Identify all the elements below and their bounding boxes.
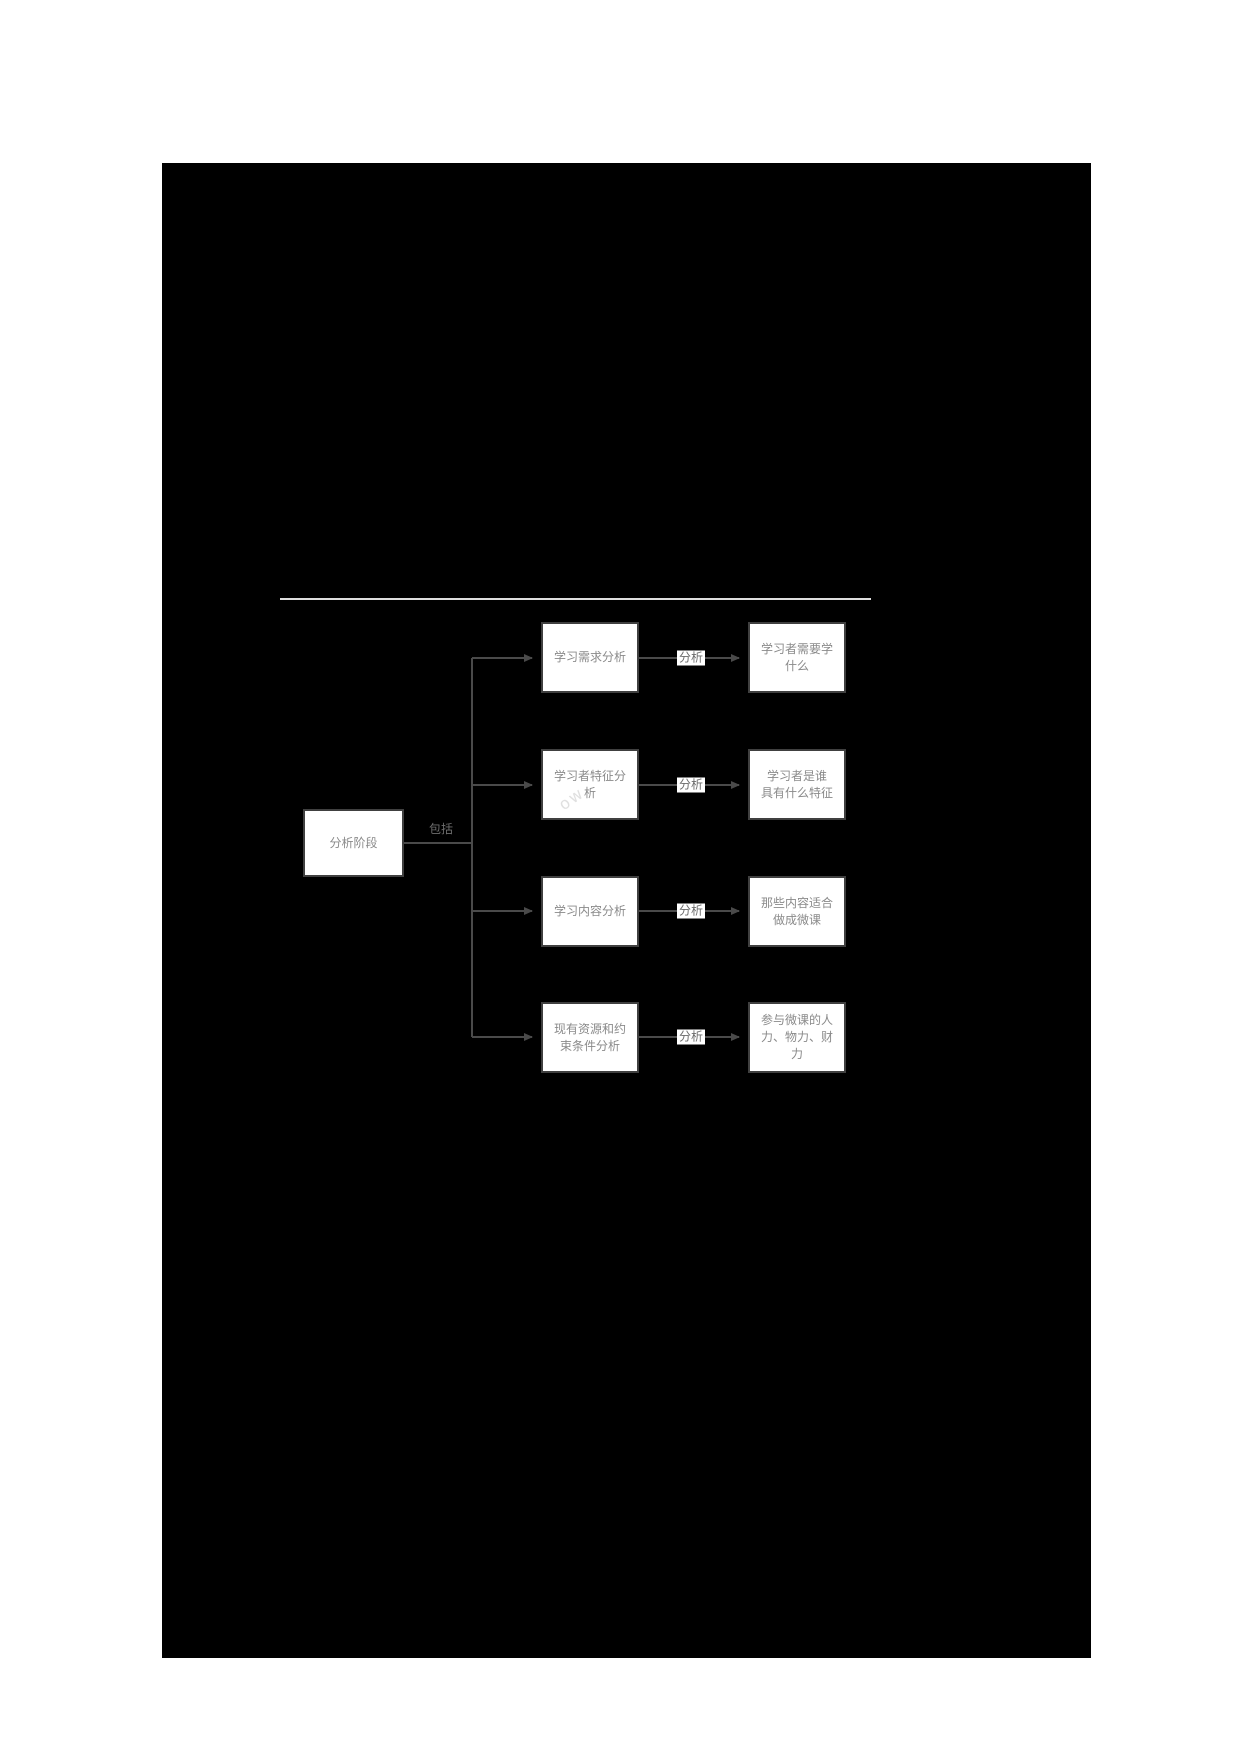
edge-label-row-3: 分析 xyxy=(676,1029,706,1045)
root-node: 分析阶段 xyxy=(303,809,404,877)
process-node-learning-content: 学习内容分析 xyxy=(541,876,639,947)
edge-label-row-1: 分析 xyxy=(676,777,706,793)
root-edge-label: 包括 xyxy=(428,822,454,836)
diagram-canvas: 分析阶段 包括 学习需求分析 学习者特征分 析 学习内容分析 现有资源和约 束条… xyxy=(162,163,1091,1658)
result-node-who-learners-are: 学习者是谁 具有什么特征 xyxy=(748,749,846,820)
process-node-resources-constraints: 现有资源和约 束条件分析 xyxy=(541,1002,639,1073)
process-node-learning-needs: 学习需求分析 xyxy=(541,622,639,693)
result-node-suitable-content: 那些内容适合 做成微课 xyxy=(748,876,846,947)
process-node-learner-characteristics: 学习者特征分 析 xyxy=(541,749,639,820)
edge-label-row-2: 分析 xyxy=(676,903,706,919)
result-node-manpower-resources: 参与微课的人 力、物力、财 力 xyxy=(748,1002,846,1073)
result-node-what-to-learn: 学习者需要学 什么 xyxy=(748,622,846,693)
edge-label-row-0: 分析 xyxy=(676,650,706,666)
connector-layer xyxy=(280,598,871,1041)
